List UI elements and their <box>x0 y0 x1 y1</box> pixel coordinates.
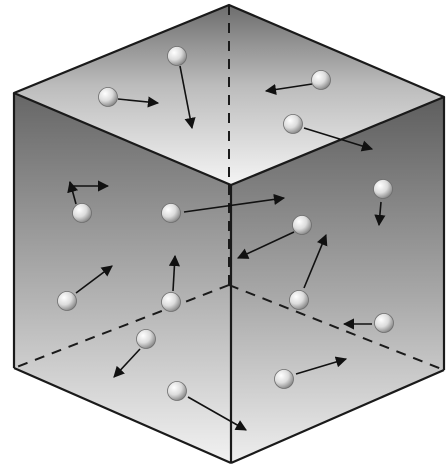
gas-particle <box>137 330 156 349</box>
gas-particle <box>58 292 77 311</box>
gas-particle <box>374 180 393 199</box>
gas-particle <box>162 293 181 312</box>
gas-particle <box>290 291 309 310</box>
gas-particle <box>162 204 181 223</box>
gas-particle <box>284 115 303 134</box>
gas-particle <box>99 88 118 107</box>
gas-particle <box>275 370 294 389</box>
gas-particle <box>168 47 187 66</box>
gas-particle <box>375 314 394 333</box>
gas-particle <box>293 216 312 235</box>
gas-particle <box>73 204 92 223</box>
gas-particle <box>168 382 187 401</box>
gas-particle <box>312 71 331 90</box>
